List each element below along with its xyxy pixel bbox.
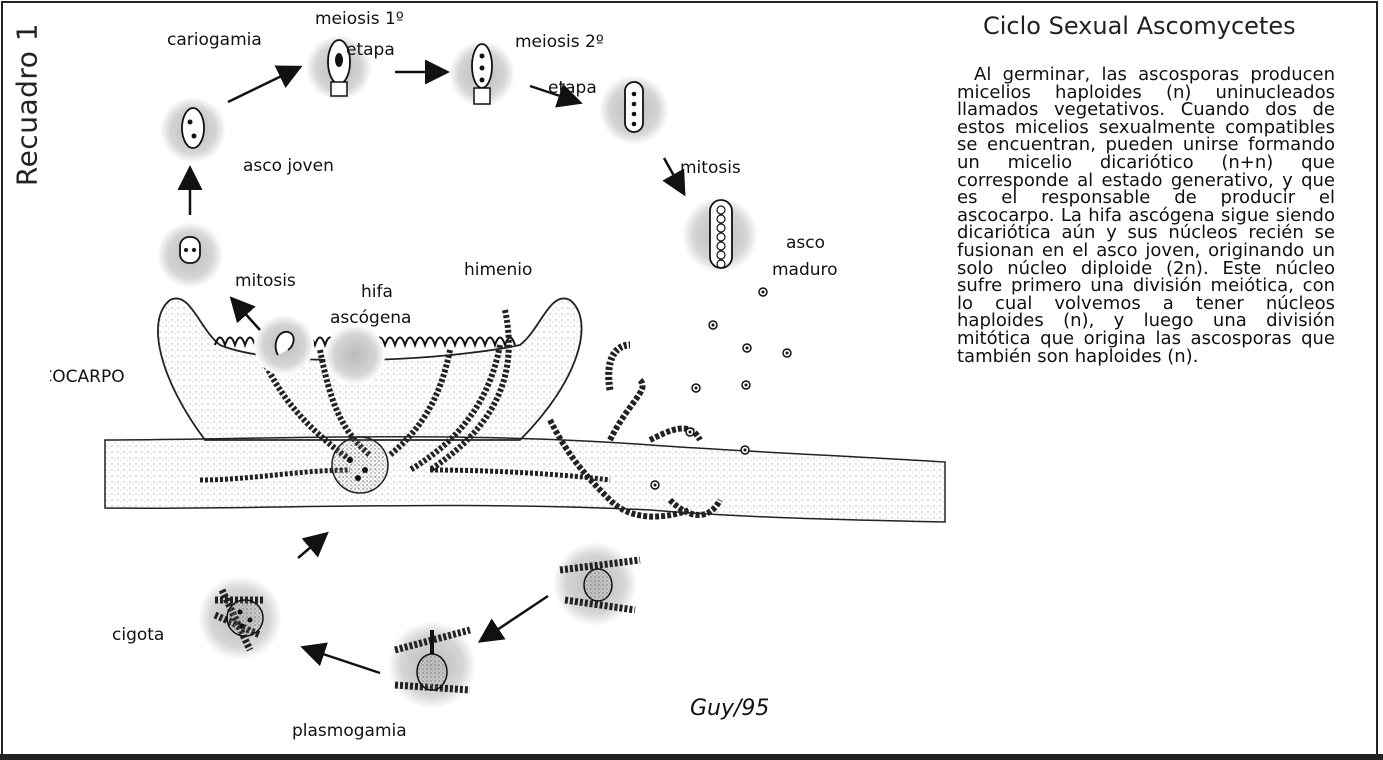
label-asco-joven: asco joven bbox=[243, 156, 334, 176]
side-label: Recuadro 1 bbox=[0, 0, 48, 200]
side-label-text: Recuadro 1 bbox=[11, 10, 44, 200]
label-ascocarpo: ASCOCARPO bbox=[50, 367, 125, 387]
label-meiosis-1: meiosis 1º bbox=[315, 9, 404, 29]
label-himenio: himenio bbox=[464, 260, 532, 280]
stage-hyphae-contact bbox=[553, 542, 640, 626]
stage-cariogamia bbox=[160, 97, 226, 163]
label-mitosis-top: mitosis bbox=[680, 158, 741, 178]
label-meiosis-2: meiosis 2º bbox=[515, 32, 604, 52]
stage-meiosis-2 bbox=[449, 41, 515, 107]
label-plasmogamia: plasmogamia bbox=[292, 721, 407, 741]
diagram-svg: cariogamia meiosis 1º etapa meiosis 2º e… bbox=[50, 0, 950, 755]
panel-title: Ciclo Sexual Ascomycetes bbox=[983, 12, 1296, 40]
label-hifa: hifa bbox=[361, 282, 393, 302]
stage-pre-mitosis bbox=[599, 75, 669, 145]
label-mitosis-left: mitosis bbox=[235, 271, 296, 291]
artist-signature: Guy/95 bbox=[690, 696, 769, 721]
stage-asco-joven bbox=[157, 222, 223, 288]
label-cariogamia: cariogamia bbox=[167, 30, 262, 50]
life-cycle-diagram: cariogamia meiosis 1º etapa meiosis 2º e… bbox=[50, 0, 950, 755]
label-asco: asco bbox=[786, 233, 825, 253]
label-maduro: maduro bbox=[772, 260, 838, 280]
panel-description: Al germinar, las ascosporas producen mic… bbox=[957, 66, 1335, 365]
stage-hifa-ascogena bbox=[254, 315, 314, 375]
stage-asco-maduro bbox=[682, 197, 758, 273]
label-etapa-1: etapa bbox=[346, 40, 395, 60]
label-ascogena: ascógena bbox=[330, 308, 411, 328]
stage-cigota bbox=[198, 576, 282, 660]
label-etapa-2: etapa bbox=[548, 78, 597, 98]
label-cigota: cigota bbox=[112, 625, 164, 645]
stage-plasmogamia bbox=[388, 621, 476, 709]
